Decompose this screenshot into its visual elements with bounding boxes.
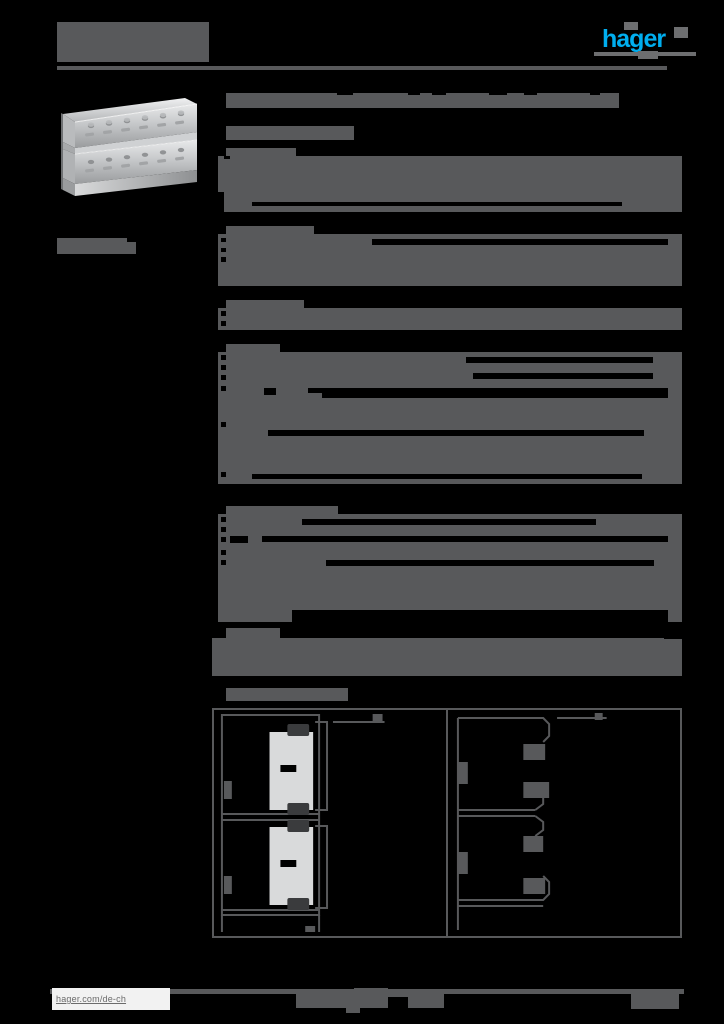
mounting-rail-illustration — [61, 98, 197, 196]
value-gap — [262, 536, 668, 542]
catalog-reference-cap — [57, 238, 127, 243]
heading-notch — [524, 90, 537, 95]
row-gutter — [212, 352, 218, 492]
row-tick — [221, 257, 226, 262]
value-gap — [466, 357, 653, 363]
catalog-reference-redacted — [57, 238, 136, 254]
row-tick — [221, 355, 226, 360]
row-tick — [221, 311, 226, 316]
bullet-gap — [264, 388, 276, 395]
hager-logo-text: hager — [602, 25, 666, 53]
row-tick — [221, 537, 226, 542]
footer-note-fragment — [388, 997, 408, 1008]
value-gap — [252, 474, 642, 479]
row-corner — [664, 628, 682, 639]
product-heading-redacted — [226, 93, 619, 108]
value-gap — [326, 560, 654, 566]
heading-notch — [489, 90, 507, 95]
heading-notch — [408, 90, 420, 95]
heading-notch — [432, 90, 446, 95]
header-divider — [57, 66, 667, 70]
row-tick — [221, 472, 226, 477]
drawing-front-view — [214, 710, 446, 936]
heading-notch — [590, 90, 600, 95]
row-tick — [221, 550, 226, 555]
row-tick — [221, 517, 226, 522]
title-notch — [70, 0, 80, 7]
section-gap — [212, 676, 682, 682]
front-view-svg — [220, 714, 385, 932]
logo-artifact — [674, 27, 688, 38]
product-image — [57, 92, 197, 210]
footer-note-fragment — [354, 988, 388, 994]
technical-drawings — [212, 708, 682, 938]
section-5-heading-redacted — [226, 506, 338, 514]
row-tick — [221, 560, 226, 565]
value-gap — [268, 430, 644, 436]
footer-website-link[interactable]: hager.com/de-ch — [52, 988, 170, 1010]
side-view-svg — [456, 713, 607, 930]
row-tick — [221, 365, 226, 370]
section-gap — [212, 622, 682, 628]
value-gap — [292, 610, 668, 622]
logo-underline — [594, 52, 696, 56]
title-notch — [95, 0, 102, 7]
title-notch — [196, 0, 208, 7]
section-gap — [212, 484, 682, 492]
row-tick — [221, 248, 226, 252]
bullet-gap — [230, 536, 248, 543]
title-notch — [172, 0, 180, 7]
title-notch — [112, 0, 118, 7]
section-6-heading-redacted — [226, 628, 280, 638]
value-gap — [308, 388, 668, 393]
subheading-redacted — [226, 126, 354, 140]
drawings-heading-redacted — [226, 688, 348, 701]
drawing-divider — [446, 710, 448, 936]
row-rule — [252, 202, 622, 206]
section-6-body-redacted — [212, 638, 682, 676]
section-3-heading-redacted — [226, 300, 304, 308]
row-gutter — [212, 308, 218, 330]
row-gutter — [212, 192, 224, 212]
section-1-heading-redacted — [226, 148, 296, 156]
row-tick — [221, 527, 226, 532]
row-tick — [221, 321, 226, 326]
row-gutter — [212, 234, 218, 294]
footer-note-redacted — [296, 988, 444, 1013]
heading-notch — [337, 90, 353, 95]
section-4-heading-redacted — [226, 344, 280, 352]
row-tick — [221, 386, 226, 391]
row-tick — [221, 422, 226, 427]
footer-note-fragment — [346, 1007, 360, 1013]
hager-logo: hager — [594, 22, 696, 59]
row-gutter — [212, 514, 218, 622]
row-tick — [221, 238, 226, 242]
row-tick — [221, 375, 226, 380]
drawing-side-view — [448, 710, 680, 936]
footer-page-number-redacted — [631, 992, 679, 1009]
section-5-body-redacted — [212, 514, 682, 622]
row-gutter — [212, 156, 218, 212]
value-gap — [322, 393, 668, 398]
value-gap — [372, 239, 668, 245]
document-title-redacted — [57, 16, 209, 62]
value-gap — [302, 519, 596, 525]
logo-artifact — [624, 22, 638, 30]
section-2-heading-redacted — [226, 226, 314, 234]
page-header: hager — [0, 0, 724, 78]
value-gap — [473, 373, 653, 379]
section-3-body-redacted — [212, 308, 682, 330]
row-tick — [224, 156, 230, 159]
section-gap — [212, 286, 682, 294]
title-notch — [152, 0, 158, 7]
title-notch — [133, 0, 142, 7]
